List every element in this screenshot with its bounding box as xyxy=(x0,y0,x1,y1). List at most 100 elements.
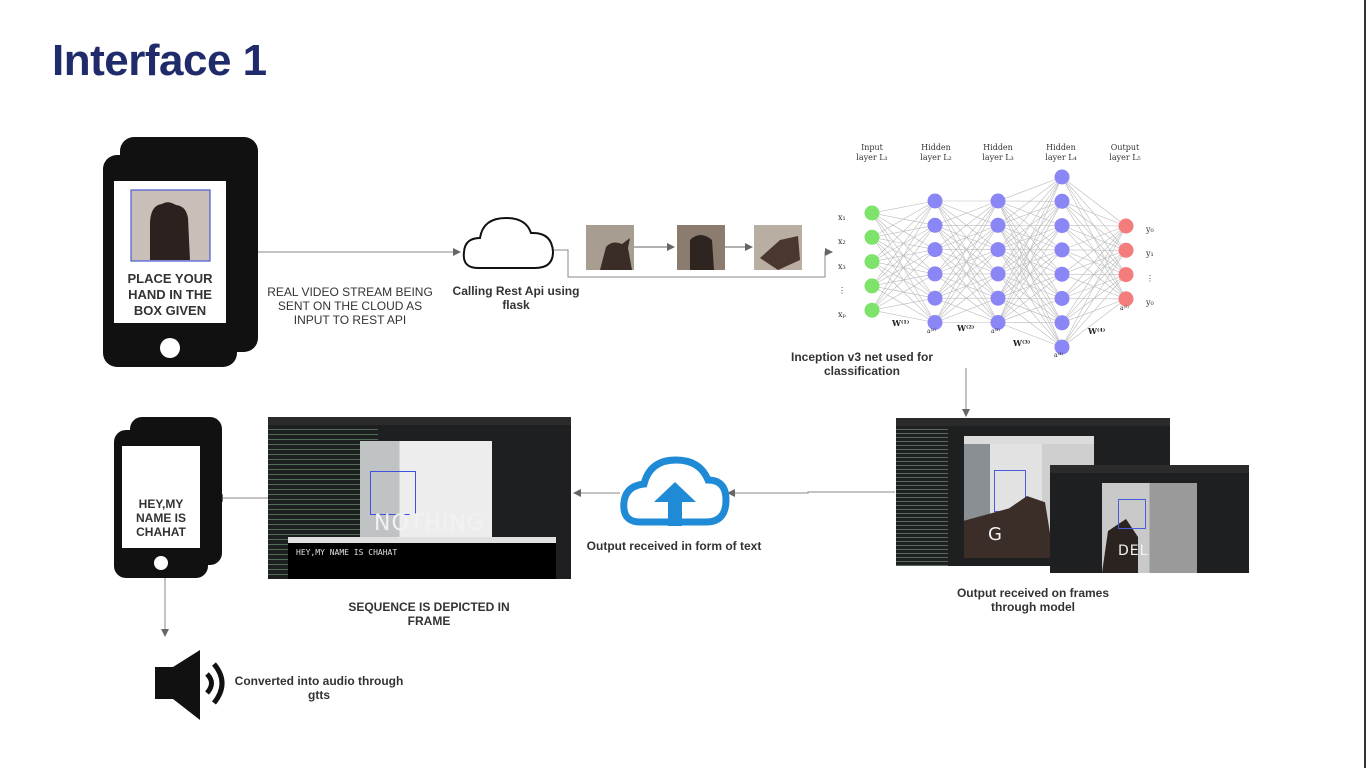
network-edge xyxy=(1061,274,1127,348)
network-edge xyxy=(997,273,1063,323)
layer-label-3: Hidden layer L₃ xyxy=(982,143,1014,162)
weight-2: W⁽²⁾ xyxy=(957,323,975,333)
layer-label-4: Hidden layer L₄ xyxy=(1045,143,1077,162)
output-symbols: y₀ y₁ ⋮ y₀ xyxy=(1146,218,1154,315)
cloud-upload-icon xyxy=(620,456,730,526)
network-edge xyxy=(1061,225,1127,323)
hidden-node xyxy=(990,266,1006,282)
network-edge xyxy=(934,273,999,323)
speaker-icon xyxy=(155,650,225,720)
input-xp: xₚ xyxy=(838,310,846,320)
frame-letter: G xyxy=(988,524,1003,545)
network-layer-labels: Input layer L₁ Hidden layer L₂ Hidden la… xyxy=(838,143,1156,167)
layer-label-5: Output layer L₅ xyxy=(1109,143,1141,162)
hidden-node xyxy=(1054,218,1070,234)
input-x1: x₁ xyxy=(838,213,846,222)
activation-3: a⁽³⁾ xyxy=(991,328,1000,335)
input-node xyxy=(864,205,880,221)
upload-caption: Output received in form of text xyxy=(586,539,762,553)
hidden-node xyxy=(927,315,943,330)
network-edge xyxy=(1061,225,1127,348)
network-edge xyxy=(997,322,1063,348)
hidden-node xyxy=(1054,339,1070,355)
output-dots: ⋮ xyxy=(1146,273,1154,283)
network-edge xyxy=(1061,225,1127,299)
slide-title: Interface 1 xyxy=(52,36,267,85)
network-edge xyxy=(1061,225,1127,275)
hidden-node xyxy=(990,290,1006,306)
network-edge xyxy=(871,200,936,287)
hidden-node xyxy=(990,315,1006,330)
output-node xyxy=(1118,218,1134,234)
network-edge xyxy=(934,200,999,299)
phone-input-icon xyxy=(103,137,258,367)
output-y-last: y₀ xyxy=(1146,297,1154,307)
network-edge xyxy=(997,249,1063,323)
input-node xyxy=(864,229,880,245)
network-edge xyxy=(871,225,936,311)
hidden-node xyxy=(1054,291,1070,306)
network-edge xyxy=(871,200,936,238)
sequence-screenshot: NOTHING HEY,MY NAME IS CHAHAT xyxy=(268,417,571,579)
input-symbols: x₁ x₂ x₃ ⋮ xₚ xyxy=(838,206,846,327)
sentence-window: HEY,MY NAME IS CHAHAT xyxy=(288,537,556,579)
terminal-log xyxy=(896,426,948,566)
weight-1: W⁽¹⁾ xyxy=(892,318,910,328)
frames-caption: Output received on frames through model xyxy=(956,586,1110,614)
hidden-node xyxy=(990,242,1006,258)
cloud-icon xyxy=(462,216,555,269)
sequence-caption: SEQUENCE IS DEPICTED IN FRAME xyxy=(348,600,510,628)
network-edge xyxy=(934,200,999,226)
network-edge xyxy=(871,200,936,311)
weight-4: W⁽⁴⁾ xyxy=(1088,326,1106,336)
input-x2: x₂ xyxy=(838,237,846,247)
activation-2: a⁽²⁾ xyxy=(927,328,936,335)
output-y1: y₁ xyxy=(1146,249,1154,259)
frame-thumbnails xyxy=(586,225,802,270)
hidden-node xyxy=(927,217,943,233)
phone-output-text: HEY,MY NAME IS CHAHAT xyxy=(135,497,186,539)
network-edge xyxy=(997,225,1063,323)
network-edge xyxy=(934,200,999,275)
hidden-node xyxy=(1054,193,1070,209)
network-edge xyxy=(934,225,999,323)
neural-network-edges xyxy=(871,176,1127,348)
rest-api-caption: Calling Rest Api using flask xyxy=(452,284,580,312)
input-node xyxy=(864,302,880,318)
stream-caption: REAL VIDEO STREAM BEING SENT ON THE CLOU… xyxy=(267,285,433,327)
network-edge xyxy=(1061,250,1127,348)
network-edge xyxy=(871,297,936,311)
hidden-node xyxy=(990,193,1006,209)
sequence-camera-frame: NOTHING xyxy=(360,441,492,537)
network-edge xyxy=(997,176,1063,250)
network-caption: Inception v3 net used for classification xyxy=(790,350,934,378)
arrow-cloud-to-network xyxy=(552,248,833,278)
network-edge xyxy=(1061,298,1127,348)
network-edge xyxy=(871,200,936,262)
hidden-node xyxy=(990,217,1006,233)
input-x3: x₃ xyxy=(838,261,846,271)
network-edge xyxy=(934,200,999,250)
hidden-node xyxy=(1054,169,1070,185)
activation-5: a⁽⁵⁾ xyxy=(1120,305,1129,312)
hidden-node xyxy=(927,193,943,209)
output-node xyxy=(1118,267,1134,283)
hidden-node xyxy=(1054,315,1070,331)
hidden-node xyxy=(927,290,943,306)
network-edge xyxy=(997,176,1063,275)
network-edge xyxy=(871,309,936,323)
hidden-node xyxy=(1054,266,1070,282)
output-node xyxy=(1118,291,1134,307)
hidden-node xyxy=(927,266,943,282)
input-node xyxy=(864,278,880,294)
phone-instruction-text: PLACE YOUR HAND IN THE BOX GIVEN xyxy=(127,271,213,318)
right-border-line xyxy=(1364,0,1366,768)
input-node xyxy=(864,254,880,270)
network-edge xyxy=(871,200,936,214)
layer-label-1: Input layer L₁ xyxy=(856,143,888,162)
audio-caption: Converted into audio through gtts xyxy=(234,674,404,702)
network-edge xyxy=(997,201,1063,323)
network-edge xyxy=(1061,176,1127,227)
network-edge xyxy=(934,200,999,323)
